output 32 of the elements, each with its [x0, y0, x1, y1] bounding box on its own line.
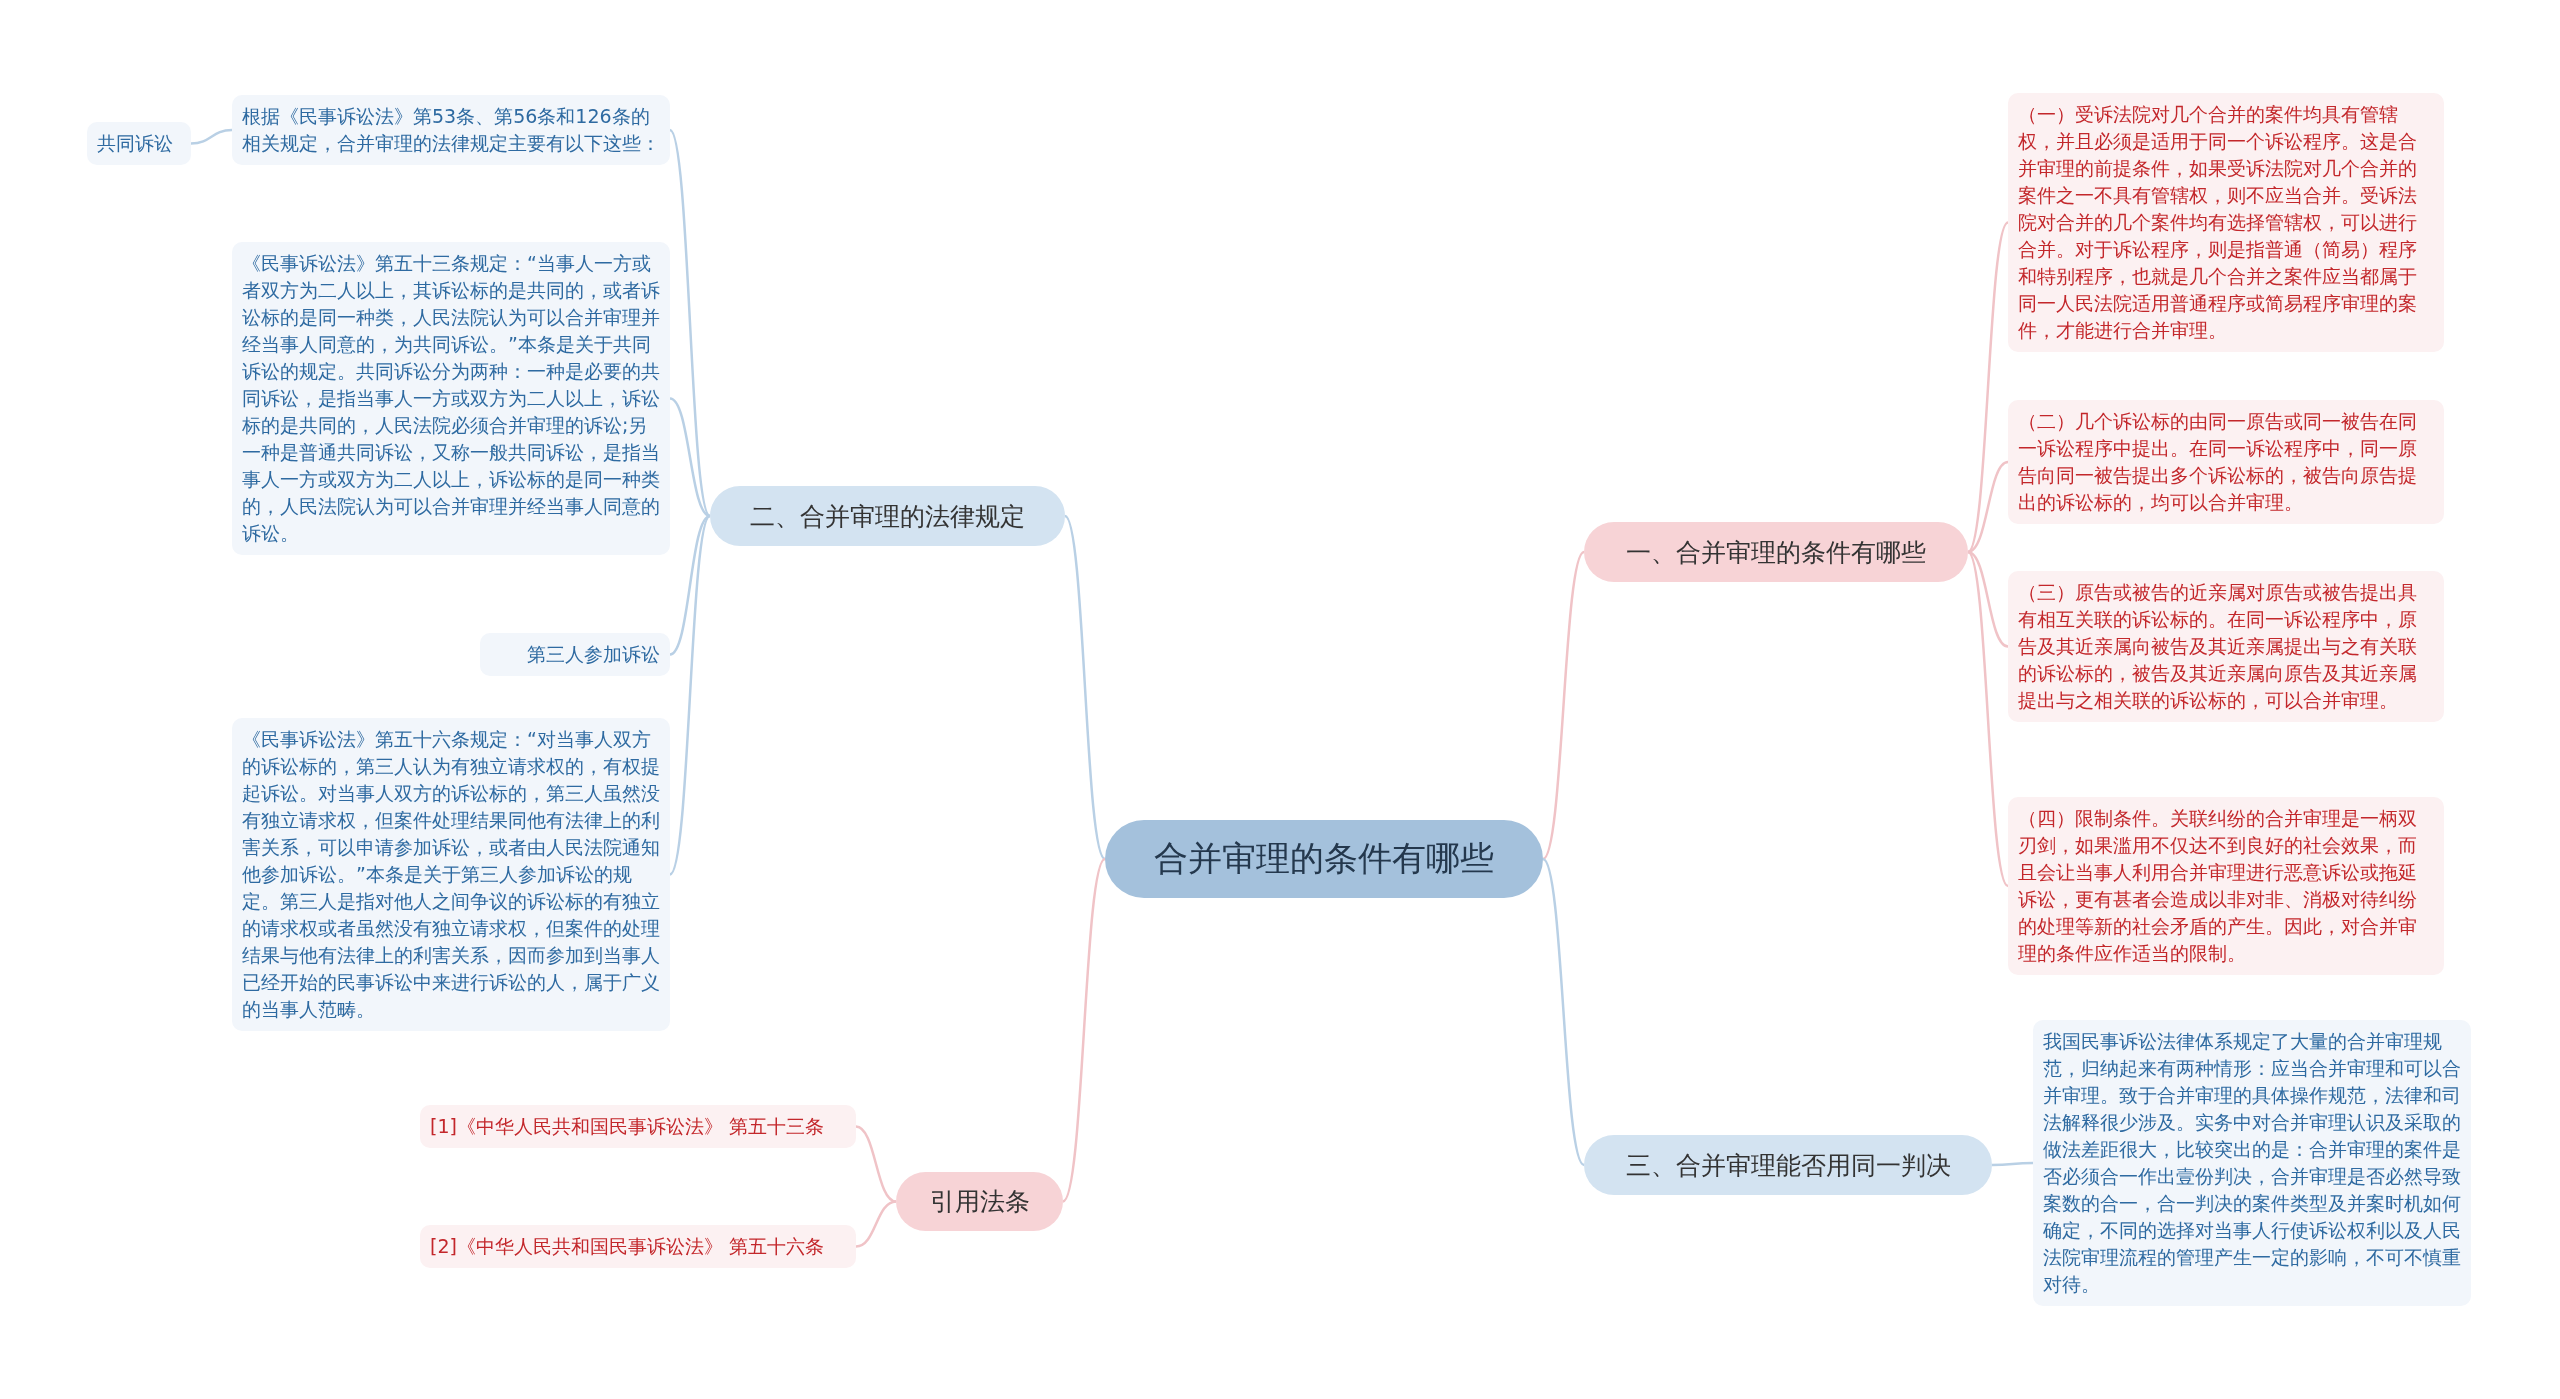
connector-line — [1966, 551, 2010, 887]
note-card: 《民事诉讼法》第五十六条规定：“对当事人双方的诉讼标的，第三人认为有独立请求权的，有权提起诉讼。对当事人双方的诉讼标的，第三人虽然没有独立请求权，但案件处理结果同他有法律上的利害关系，可以申请参加诉讼，或者由人民法院通知他参加诉讼。”本条是关于第三人参加诉讼的规定。第三人是指对他人之间争议的诉讼标的有独立的请求权或者虽然没有独立请求权，但案件的处理结果与他有法律上的利害关系，因而参加到当事人已经开始的民事诉讼中来进行诉讼的人，属于广义的当事人范畴。 — [232, 718, 670, 1031]
connector-line — [1063, 515, 1107, 860]
connector-line — [1542, 551, 1585, 860]
connector-line — [1542, 858, 1585, 1166]
note-card: 第三人参加诉讼 — [480, 633, 670, 676]
branch-topic: 三、合并审理能否用同一判决 — [1584, 1135, 1992, 1195]
connector-line — [1967, 460, 2009, 554]
connector-line — [1967, 550, 2009, 648]
note-card: （三）原告或被告的近亲属对原告或被告提出具有相互关联的诉讼标的。在同一诉讼程序中，原告及其近亲属向被告及其近亲属提出与之有关联的诉讼标的，被告及其近亲属向原告及其近亲属提出与之相关联的诉讼标的，可以合并审理。 — [2008, 571, 2444, 722]
note-card: 我国民事诉讼法律体系规定了大量的合并审理规范，归纳起来有两种情形：应当合并审理和可以合并审理。致于合并审理的具体操作规范，法律和司法解释很少涉及。实务中对合并审理认识及采取的做法差距很大，比较突出的是：合并审理的案件是否必须合一作出壹份判决，合并审理是否必然导致案数的合一，合一判决的案件类型及并案时机如何确定，不同的选择对当事人行使诉讼权利以及人民法院审理流程的管理产生一定的影响，不可不慎重对待。 — [2033, 1020, 2471, 1306]
note-card: （四）限制条件。关联纠纷的合并审理是一柄双刃剑，如果滥用不仅达不到良好的社会效果，而且会让当事人利用合并审理进行恶意诉讼或拖延诉讼，更有甚者会造成以非对非、消极对待纠纷的处理等新的社会矛盾的产生。因此，对合并审理的条件应作适当的限制。 — [2008, 797, 2444, 975]
connector-line — [669, 397, 711, 518]
connector-line — [668, 515, 712, 876]
connector-line — [855, 1200, 897, 1248]
note-card: [1]《中华人民共和国民事诉讼法》 第五十三条 — [420, 1105, 856, 1148]
note-card: 根据《民事诉讼法》第53条、第56条和126条的相关规定，合并审理的法律规定主要有以下这些： — [232, 95, 670, 165]
connector-line — [855, 1125, 897, 1203]
branch-topic: 二、合并审理的法律规定 — [710, 486, 1065, 546]
branch-topic: 一、合并审理的条件有哪些 — [1584, 522, 1968, 582]
note-card: （二）几个诉讼标的由同一原告或同一被告在同一诉讼程序中提出。在同一诉讼程序中，同一原告向同一被告提出多个诉讼标的，被告向原告提出的诉讼标的，均可以合并审理。 — [2008, 400, 2444, 524]
note-card: 《民事诉讼法》第五十三条规定：“当事人一方或者双方为二人以上，其诉讼标的是共同的，或者诉讼标的是同一种类，人民法院认为可以合并审理并经当事人同意的，为共同诉讼。”本条是关于共同诉讼的规定。共同诉讼分为两种：一种是必要的共同诉讼，是指当事人一方或双方为二人以上，诉讼标的是共同的，人民法院必须合并审理的诉讼;另一种是普通共同诉讼，又称一般共同诉讼，是指当事人一方或双方为二人以上，诉讼标的是同一种类的，人民法院认为可以合并审理并经当事人同意的诉讼。 — [232, 242, 670, 555]
central-topic: 合并审理的条件有哪些 — [1105, 820, 1543, 898]
connector-line — [1992, 1161, 2033, 1167]
connector-line — [1967, 221, 2009, 553]
note-card: [2]《中华人民共和国民事诉讼法》 第五十六条 — [420, 1225, 856, 1268]
note-card: （一）受诉法院对几个合并的案件均具有管辖权，并且必须是适用于同一个诉讼程序。这是合并审理的前提条件，如果受诉法院对几个合并的案件之一不具有管辖权，则不应当合并。受诉法院对合并的几个案件均有选择管辖权，可以进行合并。对于诉讼程序，则是指普通（简易）程序和特别程序，也就是几个合并之案件应当都属于同一人民法院适用普通程序或简易程序审理的案件，才能进行合并审理。 — [2008, 93, 2444, 352]
connector-line — [669, 514, 711, 656]
connector-line — [1062, 858, 1106, 1203]
branch-topic: 引用法条 — [896, 1172, 1063, 1231]
note-card: 共同诉讼 — [87, 122, 191, 165]
connector-line — [190, 128, 233, 145]
